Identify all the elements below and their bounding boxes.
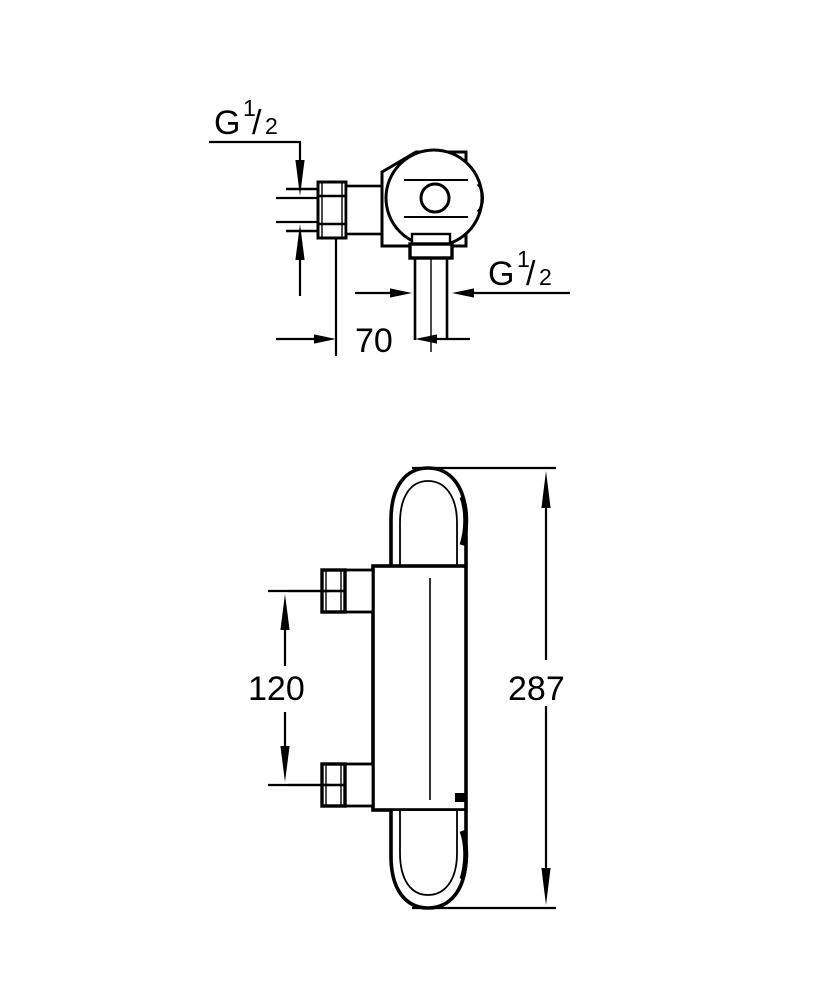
- thread-label-top-prefix: G: [214, 104, 240, 142]
- outlet-collar-top-view: [408, 232, 454, 260]
- top-view-group: G 1 / 2: [209, 95, 570, 360]
- dimension-287-value: 287: [508, 670, 565, 708]
- dimension-120: 120: [248, 589, 330, 787]
- thread-label-outlet: G 1 / 2: [488, 246, 552, 293]
- thread-label-top: G 1 / 2: [214, 95, 278, 142]
- thread-label-outlet-numerator: 1: [517, 246, 530, 272]
- dimension-287: 287: [412, 466, 565, 910]
- thread-label-top-denominator: 2: [265, 113, 278, 139]
- handle-knob-top-view: [384, 148, 484, 248]
- dimension-70-value: 70: [355, 322, 393, 360]
- thread-label-top-leader: [209, 140, 305, 196]
- inlet-upper-front-view: [288, 568, 375, 614]
- thread-label-outlet-prefix: G: [488, 255, 514, 293]
- thread-label-outlet-denominator: 2: [539, 264, 552, 290]
- thread-label-outlet-leader: [452, 288, 570, 298]
- top-shroud-front-view: [389, 466, 469, 565]
- inlet-lower-front-view: [288, 762, 375, 808]
- pipe-dim-up-arrow: [295, 224, 305, 296]
- front-view-group: 120 287: [248, 466, 565, 910]
- thread-label-top-slash: /: [252, 104, 262, 142]
- dimension-120-value: 120: [248, 670, 305, 708]
- depth-dim-upper-arrow: [355, 288, 412, 298]
- hex-nut-top-view: [316, 180, 348, 240]
- bottom-shroud-front-view: [389, 811, 469, 910]
- dimension-70: 70: [276, 238, 470, 360]
- thread-label-outlet-slash: /: [526, 255, 536, 293]
- inlet-pipe-top-view: [286, 187, 318, 233]
- mixer-body-front-view: [371, 564, 468, 812]
- thread-label-top-numerator: 1: [243, 95, 256, 121]
- inlet-shank-top-view: [344, 184, 384, 236]
